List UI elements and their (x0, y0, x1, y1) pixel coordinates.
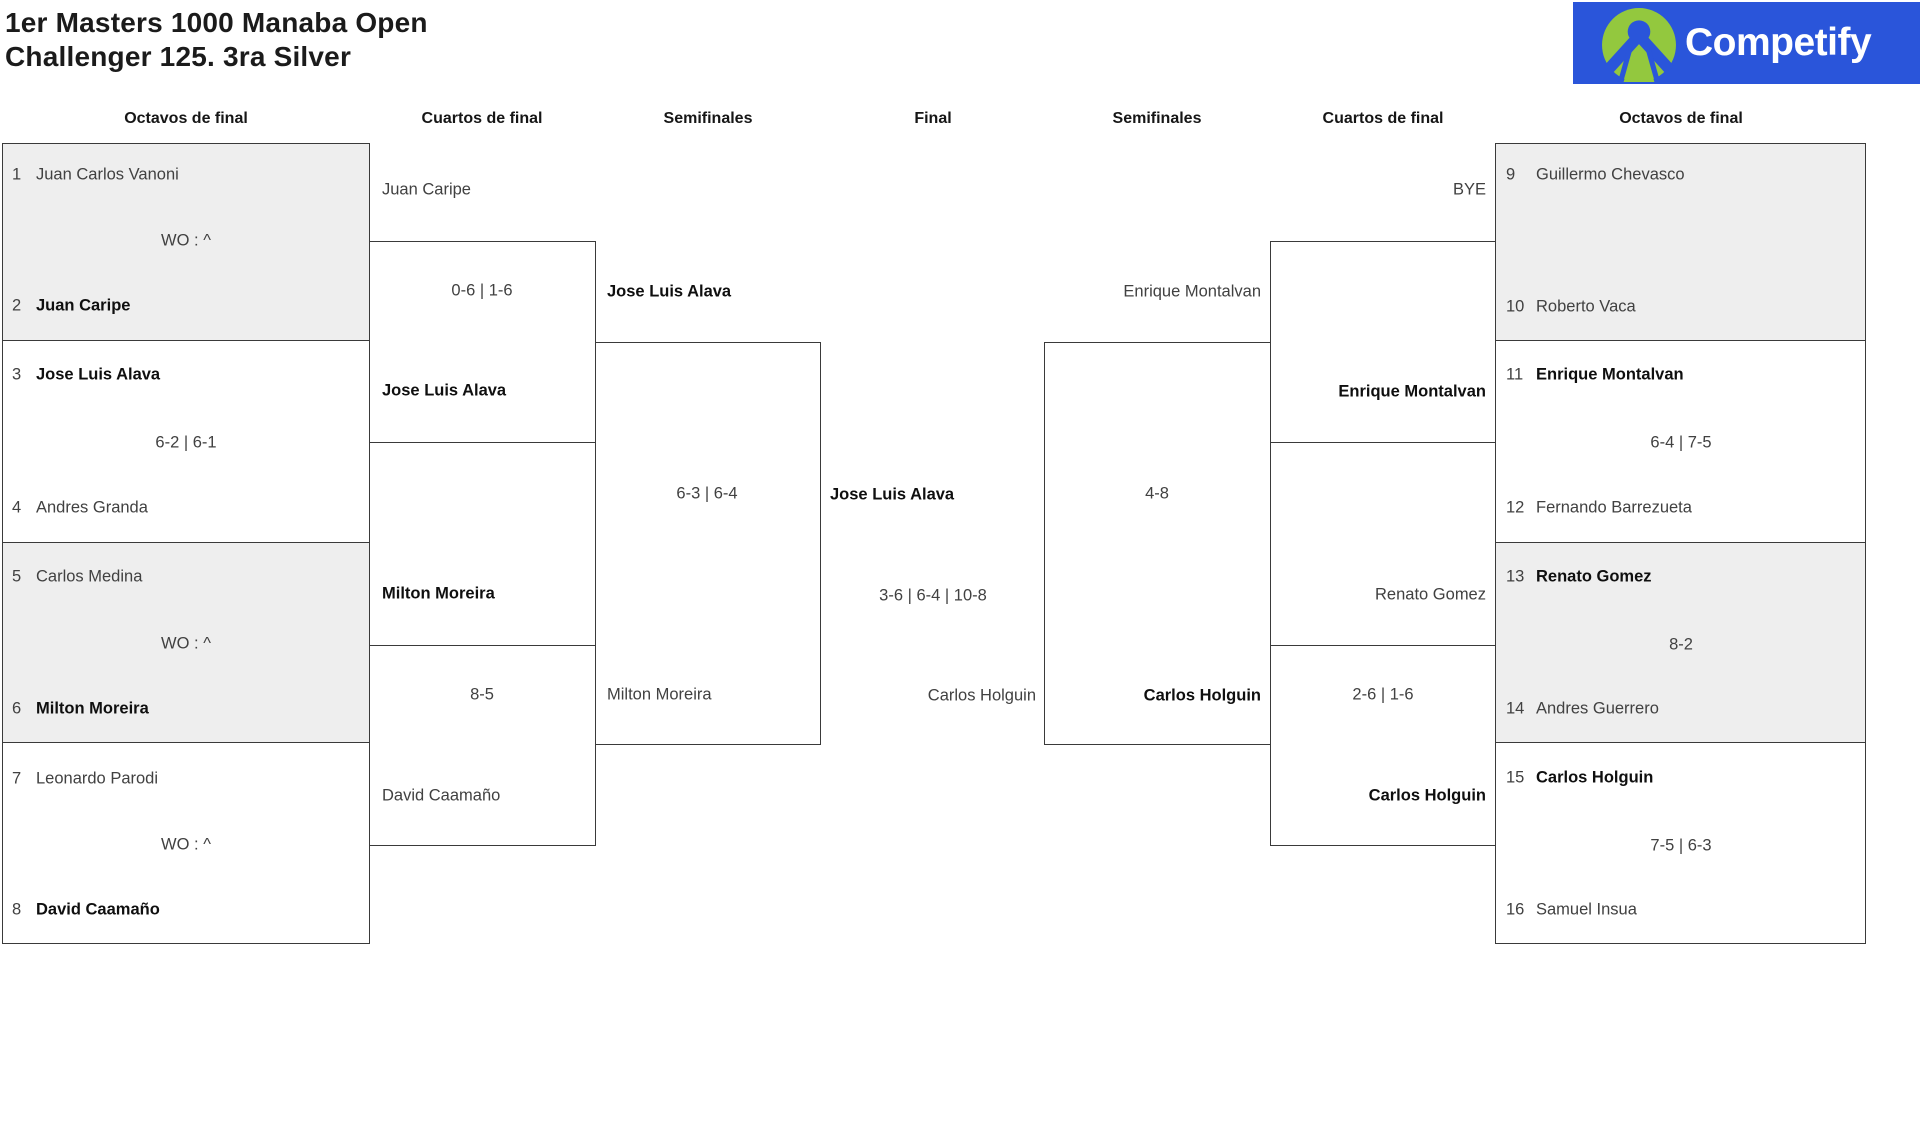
player-name: Milton Moreira (607, 685, 712, 704)
round-header-octavos-left: Octavos de final (124, 110, 248, 127)
player-name: Juan Caripe (382, 180, 471, 199)
match-box-lsf (595, 342, 821, 745)
round-header-semis-right: Semifinales (1112, 110, 1202, 127)
match-score: WO : ^ (161, 835, 211, 854)
player-name: 16 Samuel Insua (1506, 900, 1637, 919)
match-box-l16-4 (2, 742, 370, 944)
competify-logo[interactable]: Competify (1573, 2, 1920, 84)
match-score: 8-5 (470, 685, 494, 704)
round-header-semis-left: Semifinales (663, 110, 753, 127)
player-seed: 14 (1506, 699, 1525, 718)
player-name: Milton Moreira (382, 584, 495, 603)
match-score: 3-6 | 6-4 | 10-8 (879, 586, 987, 605)
player-name: Carlos Holguin (1368, 786, 1486, 805)
player-seed: 9 (1506, 165, 1516, 184)
match-score: 4-8 (1145, 484, 1169, 503)
match-score: 7-5 | 6-3 (1650, 836, 1712, 855)
player-name: 13 Renato Gomez (1506, 567, 1652, 586)
match-box-rqf-1 (1270, 241, 1496, 443)
player-seed: 13 (1506, 567, 1525, 586)
player-name: 5 Carlos Medina (12, 567, 143, 586)
tournament-title-line1: 1er Masters 1000 Manaba Open (5, 7, 428, 38)
player-name: 12 Fernando Barrezueta (1506, 498, 1692, 517)
player-name: Carlos Holguin (927, 686, 1036, 705)
player-name: Enrique Montalvan (1338, 382, 1486, 401)
round-header-octavos-right: Octavos de final (1619, 110, 1743, 127)
match-score: 8-2 (1669, 635, 1693, 654)
match-box-l16-2 (2, 340, 370, 543)
player-name: Renato Gomez (1375, 585, 1486, 604)
match-score: 6-4 | 7-5 (1650, 433, 1712, 452)
player-name: 4 Andres Granda (12, 498, 148, 517)
player-seed: 16 (1506, 900, 1525, 919)
player-name: Jose Luis Alava (607, 282, 732, 301)
match-box-rsf (1044, 342, 1271, 745)
player-name: 8 David Caamaño (12, 900, 160, 919)
player-name: 15 Carlos Holguin (1506, 768, 1654, 787)
player-seed: 1 (12, 165, 22, 184)
match-box-l16-3 (2, 542, 370, 743)
player-seed: 12 (1506, 498, 1525, 517)
player-name: Jose Luis Alava (830, 485, 955, 504)
player-seed: 8 (12, 900, 22, 919)
player-seed: 7 (12, 769, 22, 788)
player-seed: 2 (12, 296, 22, 315)
player-name: 9 Guillermo Chevasco (1506, 165, 1685, 184)
player-name: 3 Jose Luis Alava (12, 365, 161, 384)
player-name: David Caamaño (382, 786, 501, 805)
round-header-cuartos-right: Cuartos de final (1322, 110, 1444, 127)
match-box-lqf-2 (369, 645, 596, 846)
player-name: 2 Juan Caripe (12, 296, 131, 315)
tournament-title: 1er Masters 1000 Manaba Open Challenger … (5, 6, 428, 74)
player-seed: 6 (12, 699, 22, 718)
match-score: 6-3 | 6-4 (676, 484, 738, 503)
match-box-r16-3 (1495, 542, 1866, 743)
player-name: Jose Luis Alava (382, 381, 507, 400)
match-box-r16-4 (1495, 742, 1866, 944)
round-header-cuartos-left: Cuartos de final (421, 110, 543, 127)
round-header-final: Final (914, 110, 952, 127)
player-name: 7 Leonardo Parodi (12, 769, 159, 788)
match-score: WO : ^ (161, 231, 211, 250)
player-seed: 3 (12, 365, 22, 384)
player-seed: 10 (1506, 297, 1525, 316)
player-seed: 4 (12, 498, 22, 517)
match-box-lqf-1 (369, 241, 596, 443)
player-name: Enrique Montalvan (1123, 282, 1261, 301)
player-name: 10 Roberto Vaca (1506, 297, 1636, 316)
player-name: BYE (1452, 180, 1486, 199)
player-seed: 11 (1506, 365, 1524, 384)
match-box-r16-1 (1495, 143, 1866, 341)
match-box-rqf-2 (1270, 645, 1496, 846)
player-name: 1 Juan Carlos Vanoni (12, 165, 179, 184)
competify-person-icon (1602, 8, 1676, 82)
player-seed: 15 (1506, 768, 1525, 787)
match-box-r16-2 (1495, 340, 1866, 543)
player-name: 11 Enrique Montalvan (1506, 365, 1684, 384)
player-name: 6 Milton Moreira (12, 699, 149, 718)
match-score: 6-2 | 6-1 (155, 433, 217, 452)
player-seed: 5 (12, 567, 22, 586)
player-name: 14 Andres Guerrero (1506, 699, 1659, 718)
player-name: Carlos Holguin (1143, 686, 1261, 705)
match-score: WO : ^ (161, 634, 211, 653)
competify-logo-text: Competify (1685, 21, 1872, 64)
tournament-title-line2: Challenger 125. 3ra Silver (5, 41, 352, 72)
match-score: 0-6 | 1-6 (451, 281, 513, 300)
match-score: 2-6 | 1-6 (1352, 685, 1414, 704)
